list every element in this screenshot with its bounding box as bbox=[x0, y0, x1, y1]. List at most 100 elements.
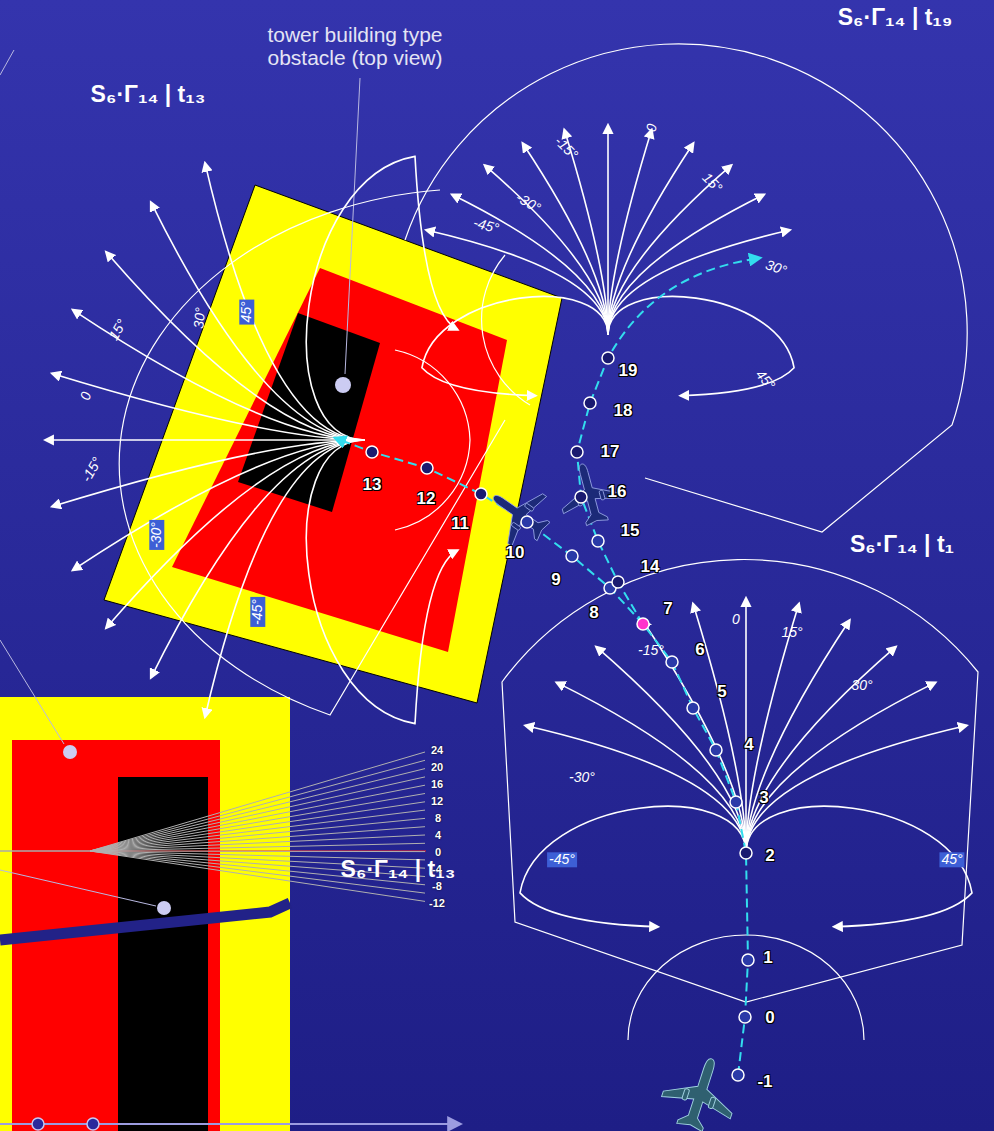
scale-number: -12 bbox=[429, 897, 445, 909]
scale-ray bbox=[90, 810, 425, 851]
scale-ray bbox=[90, 843, 425, 851]
waypoint-number: 1 bbox=[763, 949, 772, 968]
fan-curve bbox=[45, 439, 365, 441]
waypoint-number: 8 bbox=[589, 604, 598, 623]
angle-label: 30° bbox=[763, 257, 788, 279]
angle-label: 15° bbox=[699, 170, 725, 196]
scale-number: 24 bbox=[431, 744, 443, 756]
fan-curve bbox=[151, 440, 365, 678]
waypoint-dot bbox=[475, 488, 487, 500]
waypoint-number: 19 bbox=[619, 362, 638, 381]
fan-curve bbox=[485, 165, 608, 335]
waypoint-number: 12 bbox=[417, 490, 436, 509]
waypoint-dot bbox=[710, 744, 722, 756]
waypoint-number: 16 bbox=[608, 483, 627, 502]
scale-number: 4 bbox=[435, 829, 441, 841]
waypoint-dot bbox=[602, 352, 614, 364]
angle-label: -45° bbox=[250, 597, 265, 627]
fan-loop bbox=[608, 297, 794, 396]
scale-ray bbox=[90, 827, 425, 851]
callout-label: tower building type obstacle (top view) bbox=[230, 23, 480, 69]
angle-label: -15° bbox=[551, 133, 580, 162]
fan-curve bbox=[746, 620, 850, 853]
fan-curve bbox=[452, 195, 608, 336]
angle-label: -30° bbox=[513, 190, 543, 216]
scale-number: 16 bbox=[431, 778, 443, 790]
scale-ray bbox=[90, 818, 425, 851]
waypoint-dot bbox=[592, 535, 604, 547]
scale-number: 12 bbox=[431, 795, 443, 807]
fan-curve bbox=[525, 726, 746, 854]
waypoint-number: -1 bbox=[757, 1073, 772, 1092]
waypoint-dot bbox=[575, 491, 587, 503]
waypoint-number: 17 bbox=[601, 443, 620, 462]
angle-label: -30° bbox=[569, 770, 595, 785]
fan-loop bbox=[520, 806, 746, 926]
scale-ray bbox=[90, 785, 425, 851]
scale-number: 0 bbox=[435, 846, 441, 858]
aircraft bbox=[476, 456, 746, 1131]
waypoint-number: 9 bbox=[551, 571, 560, 590]
fan-loop bbox=[306, 440, 457, 724]
waypoint-dot bbox=[584, 397, 596, 409]
angle-label: 0 bbox=[78, 390, 95, 402]
fan-curve bbox=[608, 143, 693, 335]
fan-title: S₆·Γ₁₄ | t₁ bbox=[850, 532, 954, 557]
fan-loop bbox=[746, 806, 972, 926]
angle-label: -30° bbox=[149, 520, 164, 550]
scale-number: -4 bbox=[432, 863, 442, 875]
side-view bbox=[0, 50, 460, 1131]
waypoint-number: 18 bbox=[614, 402, 633, 421]
fan-curve bbox=[608, 230, 790, 335]
waypoint-dot bbox=[566, 550, 578, 562]
fan-curve bbox=[607, 125, 609, 335]
angle-label: -45° bbox=[547, 852, 577, 867]
waypoint-dot bbox=[732, 1069, 744, 1081]
fan-curves bbox=[45, 125, 972, 927]
scale-ray bbox=[90, 752, 425, 851]
fan-loop bbox=[306, 156, 457, 440]
waypoint-dot bbox=[571, 446, 583, 458]
waypoint-number: 14 bbox=[641, 558, 660, 577]
waypoint-number: 11 bbox=[451, 515, 469, 534]
fan-curve bbox=[73, 440, 365, 570]
waypoint-number: 5 bbox=[717, 683, 726, 702]
waypoint-number: 4 bbox=[744, 736, 753, 755]
fan-curve bbox=[746, 726, 967, 854]
waypoint-dot bbox=[521, 516, 533, 528]
scale-ray bbox=[90, 777, 425, 851]
fan-outline bbox=[119, 44, 978, 1040]
waypoint-dot bbox=[687, 702, 699, 714]
angle-label: 15° bbox=[781, 625, 802, 640]
waypoint-dot bbox=[637, 618, 649, 630]
trajectory bbox=[335, 258, 760, 1075]
waypoint-dot bbox=[421, 462, 433, 474]
angle-label: 30° bbox=[191, 307, 208, 329]
waypoint-number: 3 bbox=[759, 789, 768, 808]
fan-curve bbox=[596, 647, 746, 853]
angle-label: -15° bbox=[79, 455, 105, 485]
angle-label: 30° bbox=[851, 678, 872, 693]
waypoint-number: 2 bbox=[765, 847, 774, 866]
angle-label: 0 bbox=[732, 612, 740, 627]
waypoint-dot bbox=[366, 446, 378, 458]
scale-ray bbox=[90, 769, 425, 851]
fan-curve bbox=[205, 440, 365, 717]
scale-number: 8 bbox=[435, 812, 441, 824]
waypoint-number: 6 bbox=[695, 641, 704, 660]
waypoint-dot bbox=[739, 1011, 751, 1023]
scale-number: 20 bbox=[431, 761, 443, 773]
angle-label: 45° bbox=[939, 852, 964, 867]
angle-label: 45° bbox=[239, 299, 254, 324]
fan-loop bbox=[422, 297, 608, 396]
fan-curve bbox=[557, 682, 747, 853]
angle-label: 45° bbox=[752, 367, 777, 393]
waypoint-dot bbox=[666, 656, 678, 668]
waypoint-dot bbox=[730, 796, 742, 808]
fan-curve bbox=[151, 202, 365, 440]
fan-curve bbox=[745, 598, 747, 853]
waypoint-number: 10 bbox=[506, 544, 525, 563]
waypoint-number: 13 bbox=[363, 476, 382, 495]
fan-title: S₆·Γ₁₄ | t₁₃ bbox=[91, 82, 206, 107]
